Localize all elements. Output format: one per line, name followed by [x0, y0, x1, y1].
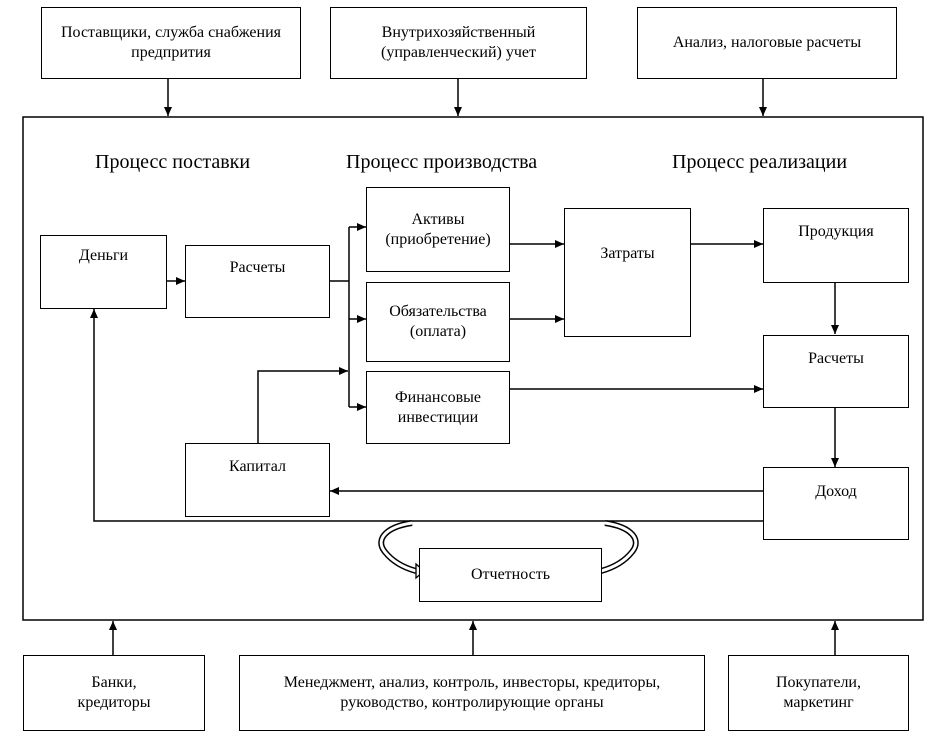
products-label: Продукция [798, 223, 874, 240]
capital-box: Капитал [185, 443, 330, 517]
settlements-left-label: Расчеты [229, 259, 286, 276]
internal-accounting-box: Внутрихозяйственный (управленческий) уче… [330, 7, 587, 79]
heading-supply: Процесс поставки [95, 151, 251, 173]
heading-sales: Процесс реализации [672, 151, 848, 173]
management-label: Менеджмент, анализ, контроль, инвесторы,… [283, 674, 661, 711]
reporting-label: Отчетность [470, 566, 551, 583]
curved-arrow-left-inner [379, 521, 417, 573]
analysis-tax-box: Анализ, налоговые расчеты [637, 7, 897, 79]
liabilities-label: Обязательства (оплата) [389, 303, 487, 340]
money-label: Деньги [78, 247, 129, 264]
banks-box: Банки, кредиторы [23, 655, 205, 731]
income-box: Доход [763, 467, 909, 540]
analysis-tax-label: Анализ, налоговые расчеты [672, 34, 862, 51]
buyers-label: Покупатели, маркетинг [776, 674, 861, 711]
fin-investments-label: Финансовые инвестиции [395, 388, 481, 426]
assets-box: Активы (приобретение) [366, 187, 510, 272]
management-box: Менеджмент, анализ, контроль, инвесторы,… [239, 655, 705, 731]
assets-label: Активы (приобретение) [385, 210, 491, 248]
settlements-right-box: Расчеты [763, 335, 909, 408]
costs-label: Затраты [600, 245, 655, 262]
main-frame [22, 116, 924, 621]
costs-box: Затраты [564, 208, 691, 337]
heading-production: Процесс производства [346, 151, 538, 173]
fin-investments-box: Финансовые инвестиции [366, 371, 510, 444]
arrow-income-money [90, 309, 763, 522]
settlements-right-label: Расчеты [808, 350, 864, 367]
suppliers-label: Поставщики, служба снабжения предпрития [60, 24, 281, 61]
curved-arrow-right-inner [600, 521, 638, 573]
income-label: Доход [815, 483, 857, 500]
liabilities-box: Обязательства (оплата) [366, 282, 510, 362]
banks-label: Банки, кредиторы [77, 674, 151, 711]
products-box: Продукция [763, 208, 909, 283]
arrow-capital-bus [257, 367, 348, 443]
money-box: Деньги [40, 235, 167, 309]
reporting-box: Отчетность [419, 548, 602, 602]
suppliers-box: Поставщики, служба снабжения предпрития [41, 7, 301, 79]
settlements-left-box: Расчеты [185, 245, 330, 318]
internal-accounting-label: Внутрихозяйственный (управленческий) уче… [381, 24, 536, 61]
capital-label: Капитал [229, 458, 286, 475]
buyers-box: Покупатели, маркетинг [728, 655, 909, 731]
